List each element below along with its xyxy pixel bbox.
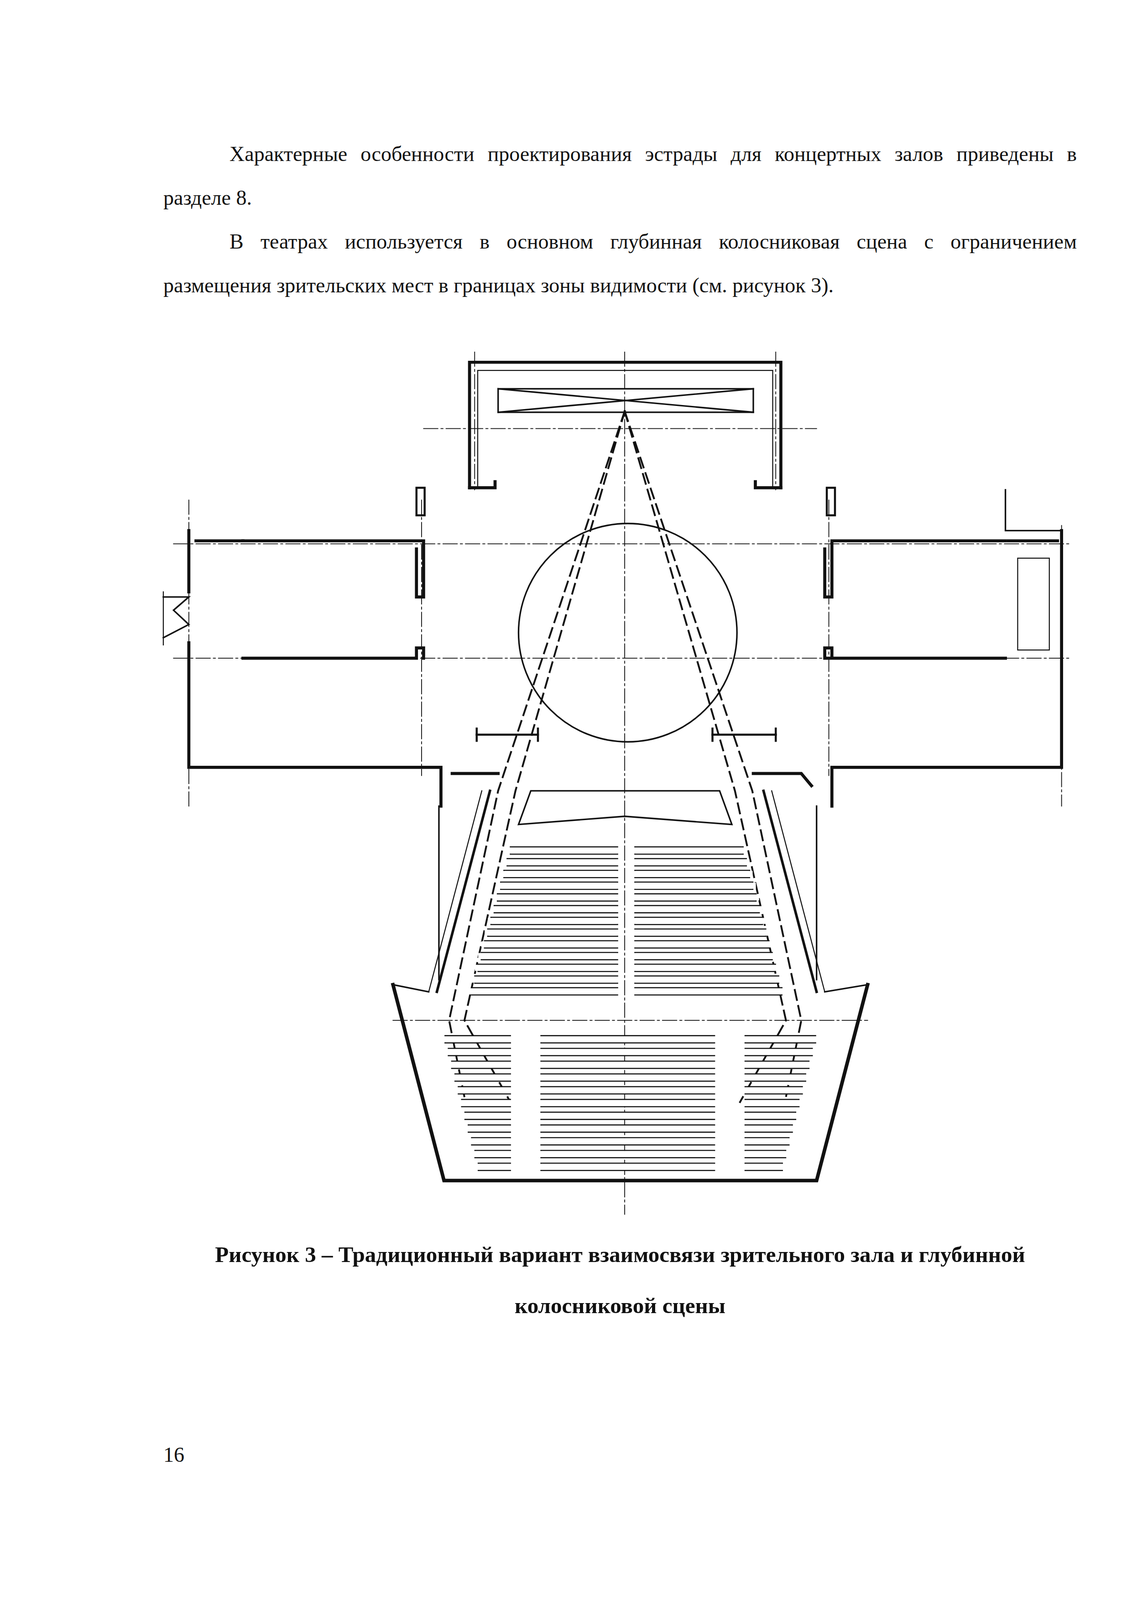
seat-row xyxy=(471,1137,511,1146)
seat-row xyxy=(451,1061,511,1070)
seat-row xyxy=(635,941,770,949)
back-stage-walls xyxy=(469,362,781,488)
seat-row xyxy=(745,1061,809,1070)
seat-row xyxy=(541,1087,715,1095)
seat-row xyxy=(541,1150,715,1159)
seat-row xyxy=(497,894,618,902)
seat-row xyxy=(745,1163,783,1171)
caption-text: Рисунок 3 – Традиционный вариант взаимос… xyxy=(214,1242,1025,1319)
axis-lines xyxy=(173,352,1072,1215)
seat-row xyxy=(635,870,750,878)
seat-row xyxy=(500,882,618,890)
figure-caption: Рисунок 3 – Традиционный вариант взаимос… xyxy=(163,1229,1077,1332)
parterre-walls xyxy=(428,791,825,993)
seat-row xyxy=(474,1150,511,1159)
seat-row xyxy=(468,1125,511,1133)
body-paragraph: В театрах используется в основном глубин… xyxy=(163,219,1077,308)
seat-row xyxy=(448,1048,511,1057)
seat-row xyxy=(458,1087,511,1095)
seat-row xyxy=(541,1036,715,1044)
seat-row xyxy=(541,1112,715,1121)
seat-row xyxy=(745,1074,806,1082)
seat-row xyxy=(541,1137,715,1146)
seat-row xyxy=(635,859,747,867)
page-number: 16 xyxy=(163,1441,185,1470)
seat-row xyxy=(745,1125,793,1133)
body-paragraph: Характерные особенности проектирования э… xyxy=(163,132,1077,220)
seat-row xyxy=(745,1087,803,1095)
seat-row xyxy=(481,952,618,960)
sight-lines xyxy=(448,411,802,1103)
seat-row xyxy=(490,917,618,925)
seat-row xyxy=(541,1061,715,1070)
seat-row xyxy=(635,917,763,925)
left-side-stage xyxy=(163,530,442,807)
seat-row xyxy=(745,1048,813,1057)
seat-row xyxy=(487,929,618,937)
seat-row xyxy=(478,1163,511,1171)
seat-row xyxy=(745,1100,799,1108)
curtain-lines xyxy=(476,728,776,741)
seat-row xyxy=(541,1100,715,1108)
seat-row xyxy=(541,1048,715,1057)
seat-row xyxy=(635,882,753,890)
seat-row xyxy=(635,929,767,937)
seat-row xyxy=(635,952,773,960)
seat-row xyxy=(541,1125,715,1133)
seat-row xyxy=(454,1074,511,1082)
seat-row xyxy=(444,1036,511,1044)
seat-row xyxy=(635,988,783,996)
seat-row xyxy=(635,964,776,972)
lift-symbol xyxy=(498,388,754,413)
seat-row xyxy=(478,964,618,972)
pilasters xyxy=(416,487,835,516)
seat-row xyxy=(461,1100,511,1108)
seat-row xyxy=(745,1112,796,1121)
seat-row xyxy=(541,1163,715,1171)
seat-row xyxy=(484,941,618,949)
seat-row xyxy=(506,859,618,867)
seat-row xyxy=(471,988,618,996)
seat-row xyxy=(635,976,779,984)
text-flow: Характерные особенности проектирования э… xyxy=(163,132,1077,308)
seat-row xyxy=(745,1137,789,1146)
seat-row xyxy=(510,847,618,855)
seat-row xyxy=(635,906,760,914)
seat-row xyxy=(635,847,744,855)
amphitheatre-walls xyxy=(392,985,868,1182)
seat-row xyxy=(745,1036,816,1044)
seat-row xyxy=(745,1150,786,1159)
seat-row xyxy=(474,976,618,984)
seat-row xyxy=(541,1074,715,1082)
seat-rows xyxy=(444,847,816,1171)
seat-row xyxy=(635,894,757,902)
right-side-stage xyxy=(824,490,1062,807)
seat-row xyxy=(503,870,618,878)
page-number-text: 16 xyxy=(163,1443,185,1467)
seat-row xyxy=(494,906,618,914)
seat-row xyxy=(464,1112,511,1121)
